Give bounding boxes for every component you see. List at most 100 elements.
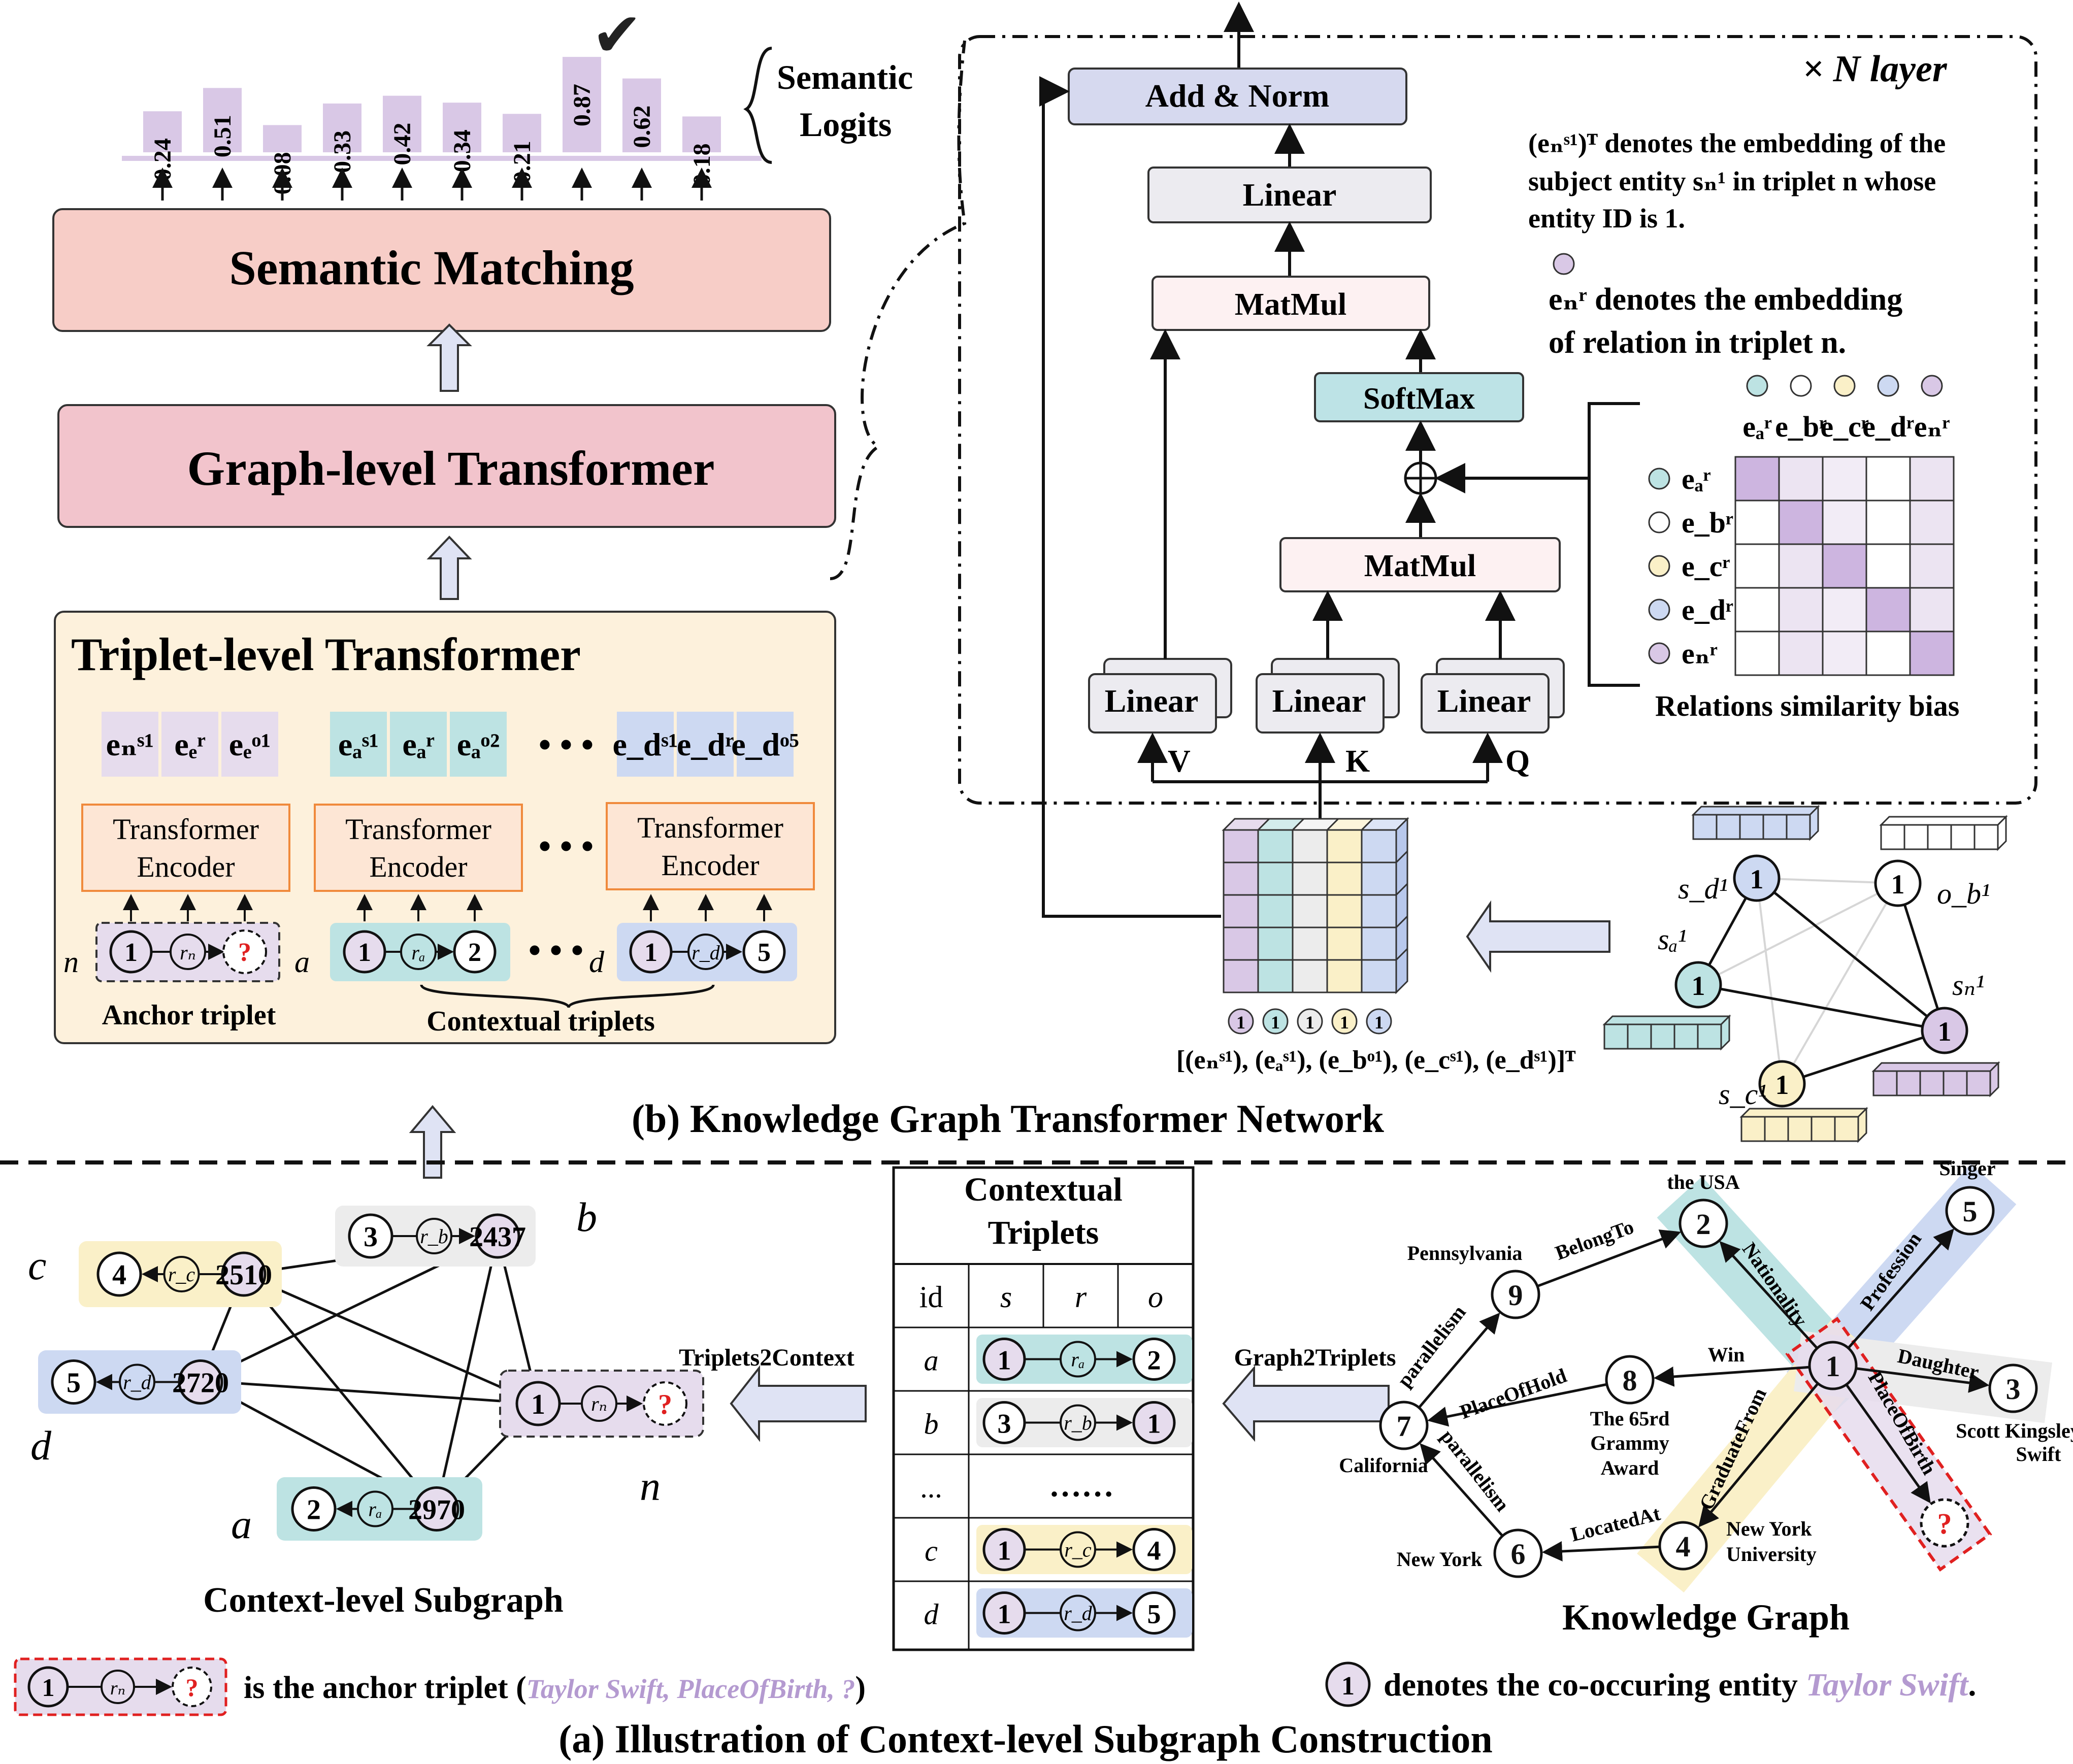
matmul-top-label: MatMul xyxy=(1235,287,1346,322)
stack-cell xyxy=(1361,861,1397,896)
kg-label: The 65rd xyxy=(1590,1407,1670,1430)
svg-text:rₙ: rₙ xyxy=(180,941,196,964)
matrix-row-dot xyxy=(1648,598,1670,621)
subgraph-node-id: 5 xyxy=(67,1368,81,1399)
svg-text:1: 1 xyxy=(42,1673,55,1702)
kg-entity-node xyxy=(1679,1199,1728,1248)
kg-label: parallelism xyxy=(1436,1425,1514,1516)
kg-edge xyxy=(1427,1383,1607,1427)
stack-cell xyxy=(1361,894,1397,928)
table-header: r xyxy=(1075,1280,1087,1314)
kg-entity-id: 8 xyxy=(1623,1364,1637,1397)
kg-entity-node xyxy=(1379,1401,1429,1450)
stack-cell xyxy=(1292,829,1328,863)
add-bias-icon xyxy=(1404,461,1437,495)
matrix-cell xyxy=(1734,630,1780,676)
svg-text:Transformer: Transformer xyxy=(345,813,491,846)
triplet-transformer-block: Triplet-level Transformer eₙˢ¹ eₑʳ eₑᵒ¹ … xyxy=(54,611,836,1044)
logit-bar xyxy=(503,114,541,152)
matrix-cell xyxy=(1822,456,1867,502)
svg-text:rₐ: rₐ xyxy=(411,941,425,964)
svg-text:Linear: Linear xyxy=(1272,683,1366,719)
subgraph-node-id: 2970 xyxy=(408,1494,465,1526)
stack-cell xyxy=(1223,894,1259,928)
svg-text:Encoder: Encoder xyxy=(137,850,235,883)
kg-entity-node xyxy=(1605,1355,1655,1405)
q-label: Q xyxy=(1505,744,1530,779)
graph-entity-node xyxy=(1733,854,1781,902)
matrix-cell xyxy=(1865,543,1911,589)
entity-legend: 1 xyxy=(1325,1661,1371,1707)
kg-entity-node xyxy=(1493,1528,1543,1578)
kg-label: parallelism xyxy=(1393,1301,1470,1391)
kg-label: University xyxy=(1726,1543,1817,1566)
kg-label: LocatedAt xyxy=(1568,1502,1663,1546)
svg-text:e_dˢ¹: e_dˢ¹ xyxy=(612,726,678,762)
svg-text:eₑᵒ¹: eₑᵒ¹ xyxy=(229,726,271,762)
kg-entity-id: 6 xyxy=(1511,1538,1526,1571)
matrix-cell xyxy=(1734,500,1780,545)
matrix-cell xyxy=(1734,587,1780,633)
matrix-cell xyxy=(1909,456,1955,502)
stack-id-dot xyxy=(1331,1008,1358,1035)
subgraph-node xyxy=(96,1251,142,1297)
subgraph-relation-label: r_d xyxy=(123,1371,152,1394)
svg-text:eₙˢ¹: eₙˢ¹ xyxy=(106,726,154,762)
graph-node-label: o_b¹ xyxy=(1937,877,1990,910)
svg-text:Encoder: Encoder xyxy=(661,849,759,882)
matrix-cell xyxy=(1822,500,1867,545)
kg-edge xyxy=(1537,1229,1682,1288)
matrix-cell xyxy=(1822,587,1867,633)
matrix-col-dot xyxy=(1790,375,1812,397)
kg-entity-id: 2 xyxy=(1696,1208,1711,1241)
stack-id-dot xyxy=(1262,1008,1289,1035)
stack-cell xyxy=(1223,926,1259,961)
subgraph-relation-label: rₐ xyxy=(368,1498,382,1521)
svg-text:eₑʳ: eₑʳ xyxy=(174,726,205,762)
matrix-col-label: e_dʳ xyxy=(1862,410,1914,443)
graph-entity-id: 1 xyxy=(1775,1070,1789,1100)
table-header: id xyxy=(919,1280,943,1314)
encoder-n: Transformer Encoder xyxy=(81,804,290,892)
table-object-node xyxy=(1132,1591,1176,1635)
linear-q-block: Linear xyxy=(1421,658,1565,734)
table-object-node xyxy=(1132,1338,1176,1381)
kg-entity-id: 9 xyxy=(1508,1279,1523,1312)
graph-entity-node xyxy=(1874,859,1922,907)
kg-entity-id: 7 xyxy=(1397,1410,1411,1443)
matrix-cell xyxy=(1778,587,1824,633)
table-object-node xyxy=(1132,1528,1176,1571)
matrix-cell xyxy=(1865,500,1911,545)
svg-text:rₙ: rₙ xyxy=(591,1392,607,1415)
kg-label: Win xyxy=(1708,1343,1745,1366)
kg-label: the USA xyxy=(1667,1171,1739,1193)
kg-label: Scott Kingsley xyxy=(1956,1419,2073,1442)
graph-node-label: s_c¹ xyxy=(1719,1078,1767,1111)
note1-line1: (eₙˢ¹)ᵀ denotes the embedding of the xyxy=(1528,128,1946,158)
matrix-col-label: eₐʳ xyxy=(1742,410,1772,443)
matrix-row-label: e_cʳ xyxy=(1682,550,1730,583)
table-title-2: Triplets xyxy=(988,1214,1099,1251)
kg-label: Award xyxy=(1601,1456,1659,1479)
matrix-cell xyxy=(1865,587,1911,633)
matmul-top-block xyxy=(1151,276,1430,331)
matmul-bottom-label: MatMul xyxy=(1364,549,1476,583)
embedding-chips-n: eₙˢ¹ eₑʳ eₑᵒ¹ xyxy=(102,712,278,777)
svg-text:1: 1 xyxy=(124,938,138,967)
matrix-row-label: e_dʳ xyxy=(1682,593,1733,626)
table-cell-id: b xyxy=(924,1408,939,1441)
triplets2context-arrow xyxy=(730,1365,867,1442)
table-cell-id: ... xyxy=(920,1471,942,1504)
triplet-dots: • • • xyxy=(529,931,584,970)
kg-label: New York xyxy=(1726,1517,1812,1540)
left-arrow-kgtn xyxy=(1466,900,1610,973)
encoder-input-arrows xyxy=(123,894,772,921)
svg-text:eₐˢ¹: eₐˢ¹ xyxy=(338,726,379,762)
stack-cell xyxy=(1223,861,1259,896)
semantic-matching-label: Semantic Matching xyxy=(229,241,634,295)
stack-cell xyxy=(1326,926,1363,961)
svg-text:?: ? xyxy=(238,938,251,967)
triplet-transformer-label: Triplet-level Transformer xyxy=(71,628,581,680)
stack-id-label: 1 xyxy=(1271,1012,1280,1033)
